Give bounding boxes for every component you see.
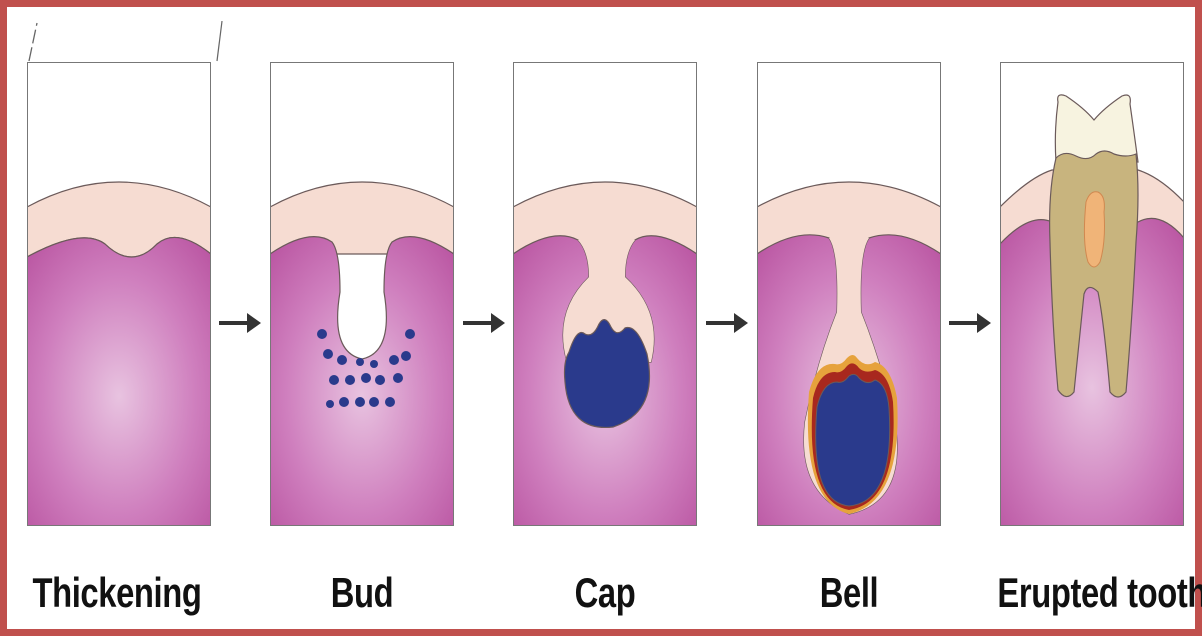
tooth-pulp — [1084, 192, 1104, 267]
right-arrow-icon — [217, 310, 263, 336]
label-cap: Cap — [511, 569, 698, 617]
panel-thickening — [27, 62, 211, 526]
panel-bell — [757, 62, 941, 526]
right-arrow-icon — [461, 310, 507, 336]
panel-erupted-tooth — [1000, 62, 1184, 526]
panel-bud — [270, 62, 454, 526]
label-bell: Bell — [755, 569, 942, 617]
corner-line-mark — [27, 21, 227, 66]
label-bud: Bud — [268, 569, 455, 617]
dental-papilla — [816, 374, 890, 506]
label-thickening: Thickening — [23, 569, 210, 617]
right-arrow-icon — [947, 310, 993, 336]
panel-cap — [513, 62, 697, 526]
right-arrow-icon — [704, 310, 750, 336]
label-erupted-tooth: Erupted tooth — [997, 569, 1184, 617]
dental-papilla — [565, 320, 650, 428]
